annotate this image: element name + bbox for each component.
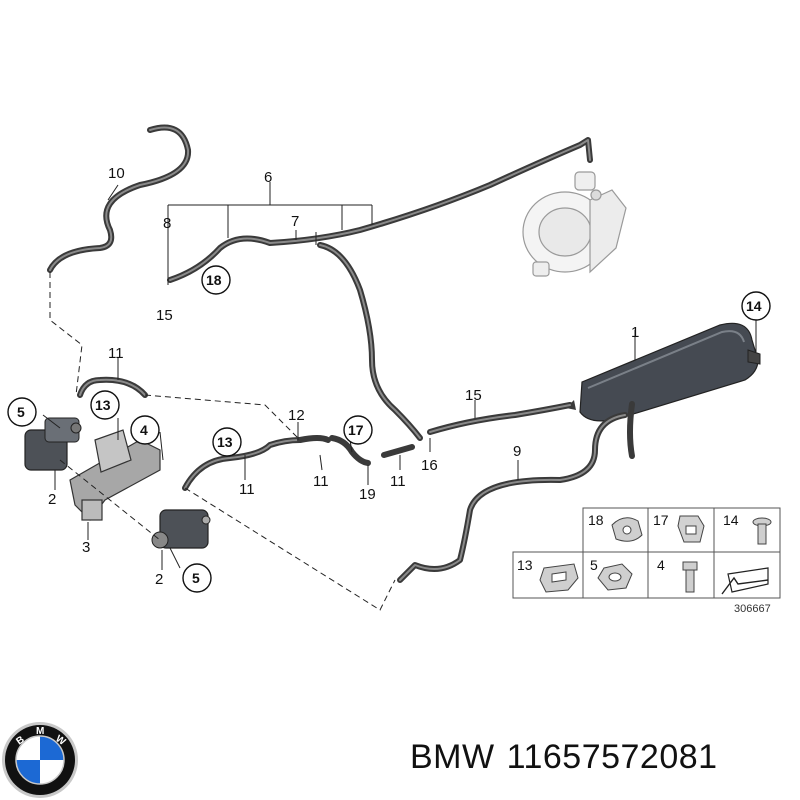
callout-4: 4 — [140, 422, 148, 438]
brand-name: BMW — [410, 738, 495, 776]
torx-bolt-icon — [752, 517, 772, 545]
hoses — [47, 124, 628, 583]
diagram-reference-number: 306667 — [734, 603, 771, 615]
callout-12: 12 — [288, 407, 305, 424]
callout-2-upper: 2 — [48, 491, 56, 508]
callout-9: 9 — [513, 443, 521, 460]
callout-18: 18 — [206, 272, 222, 288]
callout-6: 6 — [264, 169, 272, 186]
callout-17: 17 — [348, 422, 364, 438]
callout-13-upper: 13 — [95, 397, 111, 413]
hose-clip-icon — [611, 517, 643, 542]
callout-8: 8 — [163, 215, 171, 232]
callout-5-upper: 5 — [17, 404, 25, 420]
svg-text:M: M — [36, 726, 44, 737]
spring-clip-icon — [677, 515, 705, 543]
solenoid-valve-upper — [24, 417, 82, 471]
callout-11-far: 11 — [390, 473, 406, 490]
solenoid-valve-lower — [151, 509, 211, 549]
legend-label-18: 18 — [588, 512, 604, 528]
bmw-logo: B M W — [2, 722, 78, 798]
callout-16: 16 — [421, 457, 438, 474]
callout-2-lower: 2 — [155, 571, 163, 588]
callout-5-lower: 5 — [192, 570, 200, 586]
callout-14: 14 — [746, 298, 762, 314]
callouts: 10 6 8 7 18 15 14 1 11 5 13 4 12 17 15 1… — [7, 165, 771, 593]
parts-legend: 18 17 14 13 5 4 — [512, 507, 781, 599]
hex-nut-icon — [597, 563, 633, 591]
legend-label-4: 4 — [657, 557, 665, 573]
callout-7: 7 — [291, 213, 299, 230]
callout-15-upper: 15 — [156, 307, 173, 324]
vacuum-reservoir — [566, 322, 761, 459]
callout-10: 10 — [108, 165, 125, 182]
dashed-guides — [49, 272, 396, 611]
legend-label-5: 5 — [590, 557, 598, 573]
legend-label-17: 17 — [653, 512, 669, 528]
callout-13-lower: 13 — [217, 434, 233, 450]
bracket-clip-icon — [539, 563, 579, 593]
part-number: 11657572081 — [506, 738, 718, 776]
direction-arrow-icon — [721, 567, 769, 595]
callout-11-upper: 11 — [108, 345, 124, 362]
callout-11-mid: 11 — [239, 481, 255, 498]
callout-11-right: 11 — [313, 473, 329, 490]
hex-bolt-icon — [682, 561, 698, 593]
part-caption: BMW 11657572081 — [410, 738, 718, 777]
callout-1: 1 — [631, 324, 639, 341]
callout-19: 19 — [359, 486, 376, 503]
leader-lines — [42, 182, 757, 570]
legend-label-13: 13 — [517, 557, 533, 573]
callout-15-lower: 15 — [465, 387, 482, 404]
legend-label-14: 14 — [723, 512, 739, 528]
vacuum-pump — [522, 171, 627, 277]
callout-3: 3 — [82, 539, 90, 556]
